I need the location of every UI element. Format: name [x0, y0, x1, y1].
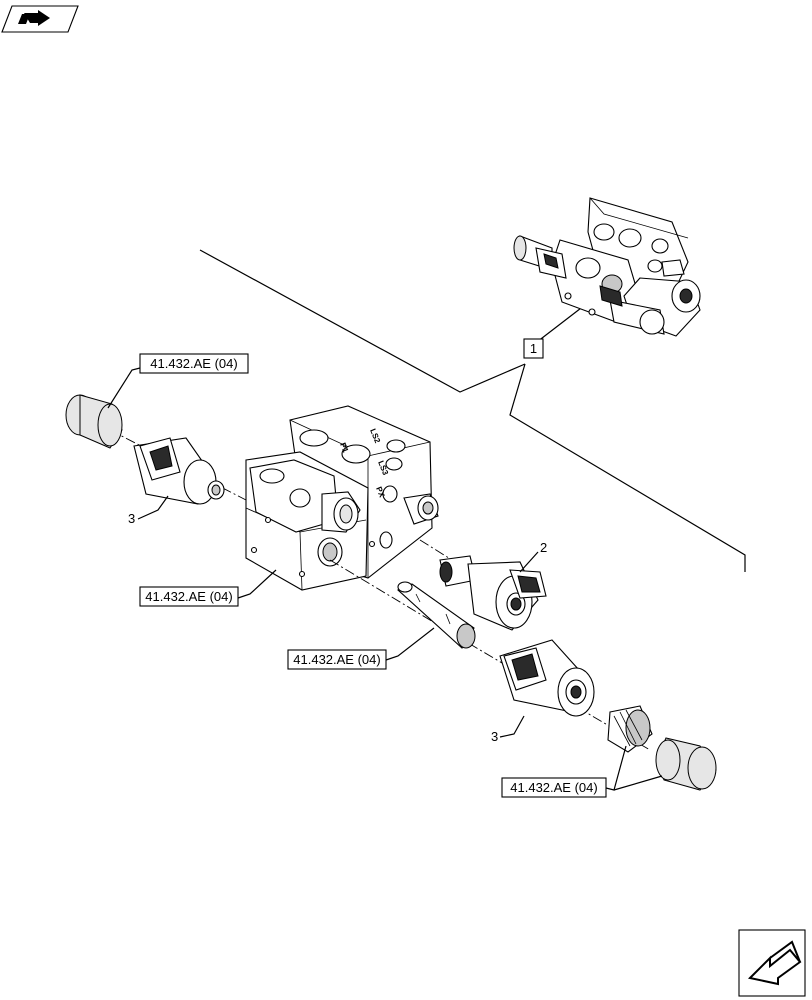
knurled-nut	[607, 705, 653, 753]
svg-text:3: 3	[491, 729, 498, 744]
svg-text:3: 3	[128, 511, 135, 526]
reference-label-4[interactable]: 41.432.AE (04)	[501, 745, 663, 798]
callout-3-lower[interactable]: 3	[491, 715, 525, 744]
reference-label-3[interactable]: 41.432.AE (04)	[287, 627, 435, 670]
assembly-bracket-lines	[199, 249, 746, 572]
port-label-px: PX	[374, 485, 387, 499]
solenoid-coil-lower	[499, 639, 595, 717]
svg-text:41.432.AE (04): 41.432.AE (04)	[145, 589, 232, 604]
svg-text:41.432.AE (04): 41.432.AE (04)	[293, 652, 380, 667]
reference-label-2[interactable]: 41.432.AE (04)	[139, 569, 277, 607]
port-label-p1: P1	[338, 441, 350, 454]
callout-1[interactable]: 1	[523, 338, 544, 359]
solenoid-valve-cartridge	[439, 555, 547, 631]
protective-cap-lower	[655, 737, 717, 791]
valve-assembly-preview	[513, 197, 701, 337]
next-page-arrow-icon[interactable]	[738, 929, 806, 997]
valve-spool-cartridge	[396, 581, 476, 649]
protective-cap-upper	[65, 394, 123, 449]
callout-3-upper[interactable]: 3	[128, 495, 169, 526]
solenoid-coil-upper	[133, 437, 225, 505]
svg-text:41.432.AE (04): 41.432.AE (04)	[150, 356, 237, 371]
callout-2[interactable]: 2	[519, 540, 547, 573]
reference-label-1[interactable]: 41.432.AE (04)	[107, 353, 249, 409]
svg-text:41.432.AE (04): 41.432.AE (04)	[510, 780, 597, 795]
book-arrow-icon[interactable]	[1, 5, 79, 33]
main-valve-block: P1 LS2 LS3 PX T	[245, 405, 439, 591]
svg-text:1: 1	[530, 341, 537, 356]
svg-text:2: 2	[540, 540, 547, 555]
